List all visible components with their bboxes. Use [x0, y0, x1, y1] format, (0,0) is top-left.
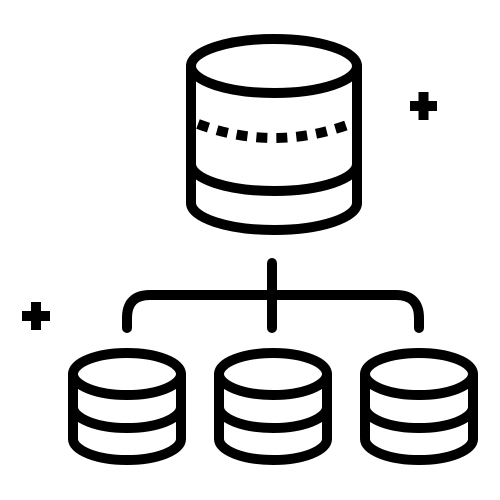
main-database-dotted-band [196, 119, 352, 143]
connector-tree [122, 258, 424, 333]
connector-branch [122, 290, 424, 333]
plus-icon-left [22, 302, 50, 330]
main-database-top [186, 34, 362, 98]
plus-icon-top-right [410, 92, 437, 120]
child-database-left-icon [68, 348, 186, 465]
child-database-right-icon [360, 348, 478, 465]
main-database-body [186, 61, 362, 235]
main-database-icon [186, 34, 362, 235]
main-database-band [186, 159, 362, 196]
child-database-middle-icon [214, 348, 332, 465]
